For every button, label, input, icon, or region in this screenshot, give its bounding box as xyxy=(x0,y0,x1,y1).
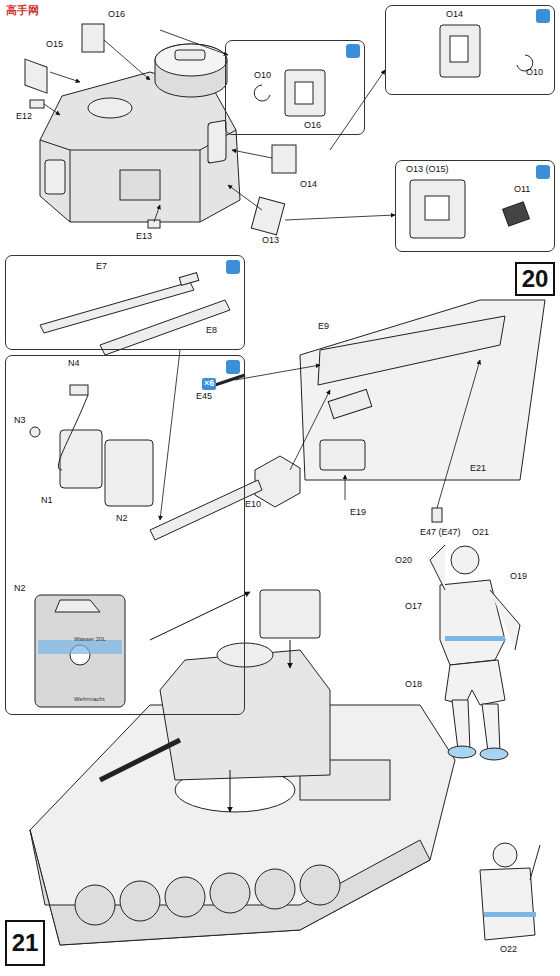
step-number: 21 xyxy=(5,920,45,966)
step-number: 21 xyxy=(12,930,39,956)
part-number: E7 xyxy=(96,262,107,272)
detail-inset: O13 (O15) O11 xyxy=(395,160,555,252)
part-number: O16 xyxy=(304,121,321,131)
part-number: Wasser 20L xyxy=(74,636,106,643)
detail-inset: O10O16 xyxy=(225,40,365,135)
part-number: O18 xyxy=(405,680,422,690)
part-number: O16 xyxy=(108,10,125,20)
part-number: O10 xyxy=(526,68,543,78)
part-number: E47 (E47) xyxy=(420,528,461,538)
step-number: 20 xyxy=(522,266,549,292)
part-number: O17 xyxy=(405,602,422,612)
part-number: ×6 xyxy=(202,378,216,390)
step-number: 20 xyxy=(515,262,555,296)
part-number: N2 xyxy=(116,514,128,524)
part-number: O13 (O15) xyxy=(406,165,449,175)
detail-inset: O14O10 xyxy=(385,5,555,95)
part-number: Wehrmacht xyxy=(74,696,105,703)
part-number: E21 xyxy=(470,464,486,474)
part-number: O22 xyxy=(500,945,517,955)
part-number: E8 xyxy=(206,326,217,336)
part-number: E12 xyxy=(16,112,32,122)
part-number: O20 xyxy=(395,556,412,566)
part-number: O14 xyxy=(446,10,463,20)
part-number: E45 xyxy=(196,392,212,402)
part-number: E10 xyxy=(245,500,261,510)
part-number: N3 xyxy=(14,416,26,426)
watermark: 高手网 xyxy=(6,4,39,16)
part-number: O19 xyxy=(510,572,527,582)
part-number: O10 xyxy=(254,71,271,81)
part-number: N4 xyxy=(68,359,80,369)
detail-inset: N4N3N1N2 ×6N2Wasser 20L Wehrmacht xyxy=(5,355,245,715)
part-number: E9 xyxy=(318,322,329,332)
part-number: O13 xyxy=(262,236,279,246)
detail-inset: E7E8 xyxy=(5,255,245,350)
part-number: N2 xyxy=(14,584,26,594)
part-number: N1 xyxy=(41,496,53,506)
part-number: O14 xyxy=(300,180,317,190)
part-number: E19 xyxy=(350,508,366,518)
part-number: O15 xyxy=(46,40,63,50)
part-number: E13 xyxy=(136,232,152,242)
part-number: O11 xyxy=(514,185,530,195)
part-number: O21 xyxy=(472,528,489,538)
